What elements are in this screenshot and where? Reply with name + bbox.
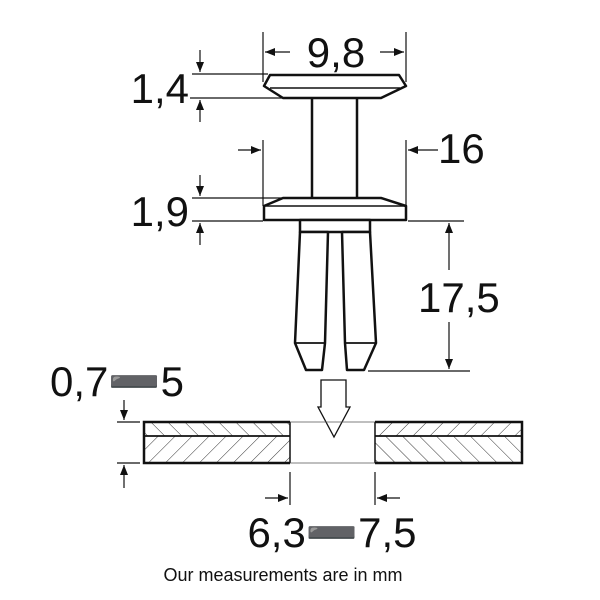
- flange-thickness-label: 1,9: [131, 188, 189, 235]
- dimension-hole-diameter: 6,3➖7,5: [247, 472, 417, 556]
- dimension-flange-thickness: 1,9: [131, 175, 282, 245]
- dimension-panel-thickness: 0,7➖5: [50, 358, 184, 488]
- footer-note: Our measurements are in mm: [163, 565, 402, 585]
- left-leg: [293, 230, 330, 372]
- dimension-leg-length: 17,5: [368, 220, 500, 372]
- dimension-flange-diameter: 16: [238, 125, 485, 206]
- leg-length-label: 17,5: [418, 274, 500, 321]
- head-thickness-label: 1,4: [131, 65, 189, 112]
- rivet-head: [262, 73, 408, 100]
- head-diameter-label: 9,8: [307, 29, 365, 76]
- panel-thickness-label: 0,7➖5: [50, 358, 184, 405]
- rivet-part: [262, 73, 408, 372]
- panel-cross-section: [142, 420, 524, 465]
- rivet-flange: [262, 196, 408, 222]
- insert-direction-arrow-icon: [316, 379, 352, 439]
- right-leg: [340, 230, 378, 372]
- leg-collar: [298, 218, 372, 234]
- dimension-head-diameter: 9,8: [262, 29, 407, 82]
- flange-diameter-label: 16: [438, 125, 485, 172]
- hole-diameter-label: 6,3➖7,5: [247, 509, 416, 556]
- dimension-head-thickness: 1,4: [131, 50, 282, 122]
- rivet-shaft: [310, 95, 359, 201]
